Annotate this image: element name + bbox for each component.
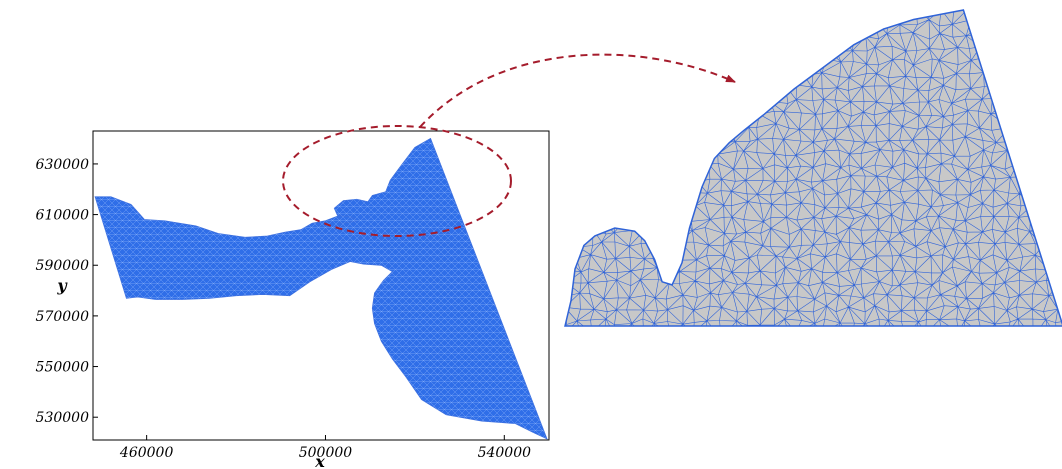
y-tick-label: 610000 (36, 208, 90, 224)
zoomed-mesh-boundary (564, 9, 1062, 327)
zoom-callout (282, 53, 736, 237)
y-tick-label: 630000 (36, 157, 90, 173)
x-tick-label: 500000 (299, 445, 353, 461)
callout-arrow (419, 53, 736, 128)
mesh-domain-texture (95, 138, 547, 439)
x-axis: 460000 500000 540000 (119, 435, 531, 461)
y-axis: 630000 610000 590000 570000 550000 530000 (36, 157, 98, 426)
y-tick-label: 590000 (36, 258, 90, 274)
mesh-plot: 460000 500000 540000 630000 610000 590000 570… (36, 130, 550, 469)
y-tick-label: 570000 (36, 309, 90, 325)
x-axis-label: x (314, 452, 325, 469)
y-tick-label: 550000 (36, 360, 90, 376)
x-tick-label: 540000 (478, 445, 532, 461)
zoom-region-ellipse (282, 125, 512, 237)
zoomed-mesh (564, 9, 1062, 327)
y-tick-label: 530000 (36, 410, 90, 426)
coastline-domain (94, 137, 548, 440)
y-axis-label: y (56, 276, 68, 295)
x-tick-label: 460000 (119, 445, 174, 461)
